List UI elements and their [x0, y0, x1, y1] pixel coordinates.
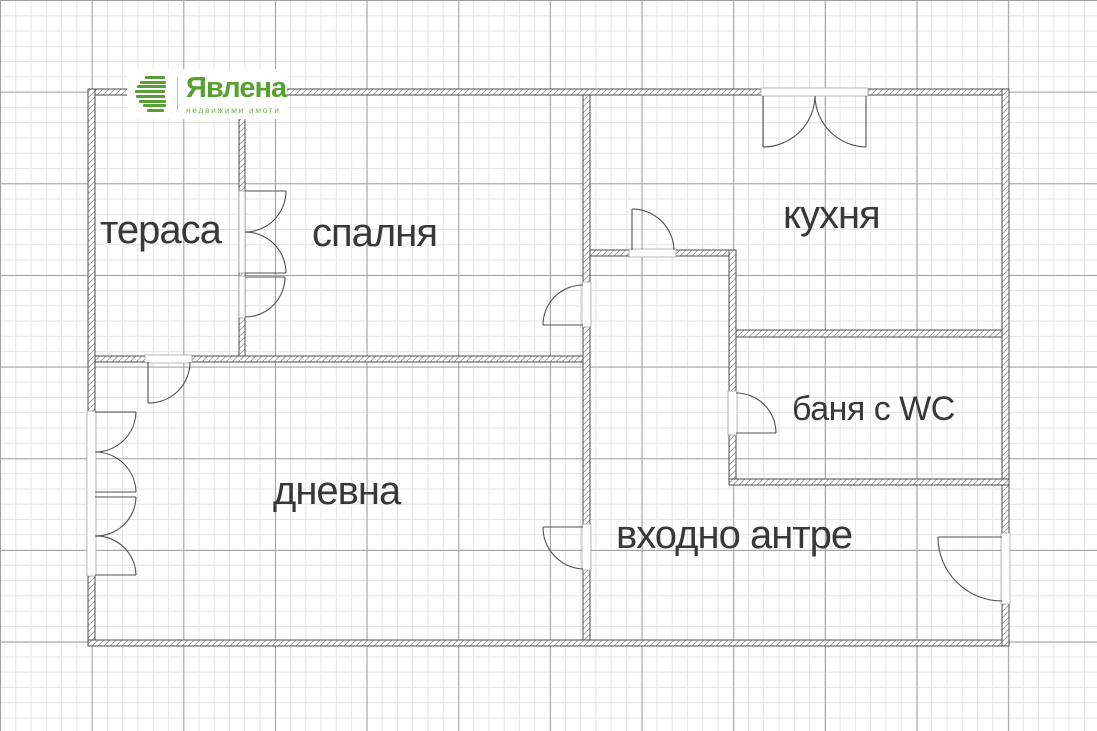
opening-dnevna-antre-door	[581, 523, 592, 571]
door-symbols	[94, 95, 1003, 602]
dnevna-french-door-lower	[94, 496, 137, 576]
terasa-spalnya-single-door	[244, 276, 286, 318]
opening-terasa-double-door	[238, 190, 246, 274]
wall-corridor-right	[728, 249, 737, 486]
bath-door	[735, 392, 777, 434]
logo-bar	[139, 99, 166, 103]
terasa-spalnya-double-door	[244, 190, 287, 274]
opening-kitchen-balcony	[760, 87, 869, 97]
logo-text: Явлена недвижими имоти	[186, 71, 287, 115]
door-arc	[244, 190, 287, 233]
wall-bath-top	[735, 329, 1003, 338]
door-arc	[244, 231, 287, 274]
door-openings	[86, 87, 1011, 605]
logo-bar	[137, 85, 166, 89]
entrance-door	[937, 536, 1003, 602]
spalnya-antre-door	[542, 284, 584, 326]
brand-logo: Явлена недвижими имоти	[127, 69, 287, 119]
room-label-kuhnya: кухня	[783, 193, 881, 237]
door-arc	[735, 392, 777, 434]
door-arc	[937, 536, 1003, 602]
door-arc	[631, 208, 675, 251]
opening-terasa-dnevna-door	[144, 354, 193, 364]
logo-divider	[177, 78, 178, 110]
opening-bath-door	[727, 390, 738, 436]
opening-terasa-single-door	[238, 275, 246, 319]
door-arc	[244, 276, 286, 318]
brand-tagline: недвижими имоти	[186, 104, 281, 115]
opening-entrance-door	[1000, 532, 1011, 605]
wall-right-exterior	[1001, 88, 1010, 647]
opening-antre-kitchen-door	[628, 248, 677, 258]
logo-bar	[136, 94, 165, 98]
wall-bottom-exterior	[87, 639, 1010, 647]
room-label-antre: входно антре	[616, 513, 853, 557]
room-label-spalnya: спалня	[312, 211, 438, 255]
wall-mid-vertical	[582, 94, 591, 641]
door-arc	[94, 411, 137, 453]
door-arc	[542, 284, 584, 326]
door-arc	[542, 526, 584, 570]
logo-bar	[147, 108, 164, 112]
logo-bar	[145, 76, 165, 79]
dnevna-french-door-upper	[94, 411, 137, 493]
kitchen-balcony-double-door	[762, 95, 867, 148]
walls	[87, 88, 1010, 647]
dnevna-antre-door	[542, 526, 584, 570]
room-label-dnevna: дневна	[273, 469, 401, 513]
door-arc	[762, 95, 816, 148]
opening-spalnya-door	[581, 281, 592, 328]
logo-bar	[143, 104, 166, 108]
brand-name: Явлена	[186, 71, 287, 104]
wall-dnevna-top	[94, 355, 584, 363]
door-arc	[94, 496, 137, 537]
yavlena-logo-icon	[135, 76, 167, 112]
terasa-dnevna-door	[147, 361, 191, 404]
logo-bar	[135, 90, 165, 94]
logo-bar	[140, 80, 166, 84]
door-arc	[814, 95, 867, 148]
door-arc	[94, 451, 137, 493]
room-label-terasa: тераса	[100, 208, 222, 252]
room-label-banya: баня с WC	[792, 390, 955, 428]
opening-dnevna-french-doors	[86, 410, 97, 577]
antre-kitchen-door	[631, 208, 675, 251]
door-arc	[94, 535, 137, 576]
door-arc	[147, 361, 191, 404]
wall-bath-bottom	[728, 478, 1010, 486]
